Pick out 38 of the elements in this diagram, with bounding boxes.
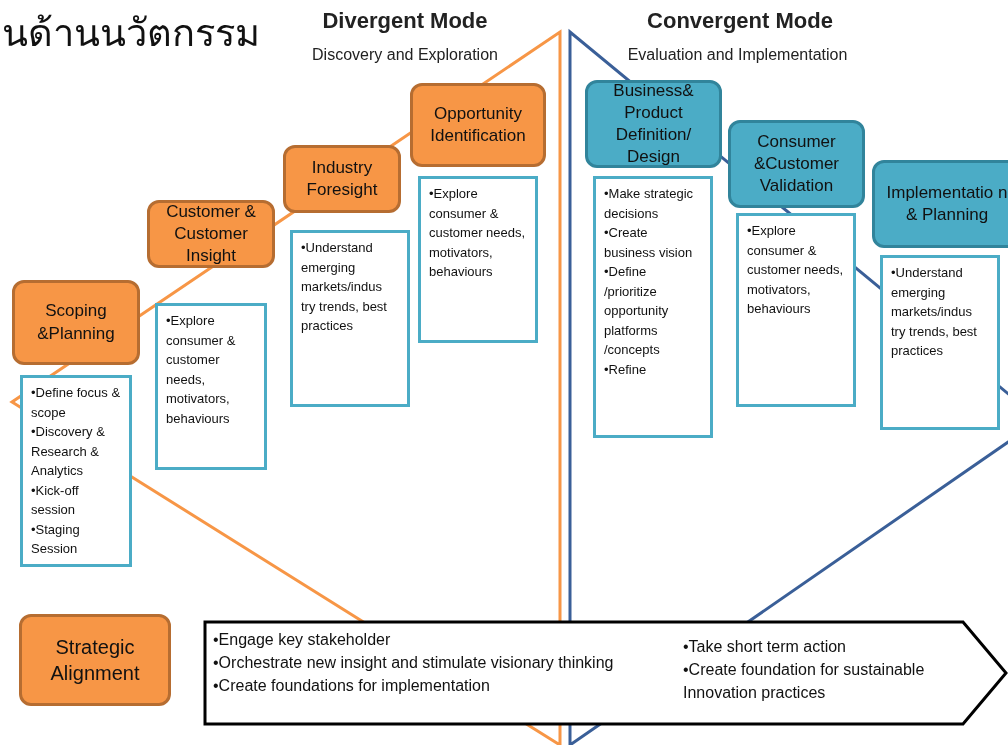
bullet-item: •Kick-off session	[31, 481, 80, 519]
bullet-item: •Refine	[604, 360, 648, 379]
stage-box: Business& Product Definition/ Design	[585, 80, 722, 168]
bullet-item: •Make strategic decisions	[604, 185, 695, 223]
mode-subheading: Evaluation and Implementation	[626, 46, 849, 64]
bullet-list-box	[593, 176, 713, 438]
bullet-item: •Define /prioritize opportunity platforms /concepts	[604, 263, 670, 359]
bullet-item: •Discovery & Research & Analytics	[31, 423, 106, 480]
bullet-item: •Create foundations for implementation	[213, 676, 491, 697]
bullet-item: •Explore consumer & customer needs, motivators, behaviours	[747, 222, 845, 318]
mode-subheading: Discovery and Exploration	[311, 46, 499, 64]
bullet-item: •Engage key stakeholder	[213, 630, 392, 650]
stage-box: Implementatio n & Planning	[872, 160, 1008, 248]
bullet-list-box	[155, 303, 267, 470]
bullet-item: •Explore consumer & customer needs, motivators, behaviours	[429, 185, 527, 281]
bullet-item: •Explore consumer & customer needs, motivators, behaviours	[166, 312, 237, 428]
stage-box: Customer & Customer Insight	[147, 200, 275, 268]
bullet-item: •Orchestrate new insight and stimulate visionary thinking	[213, 653, 614, 674]
stage-box: Scoping &Planning	[12, 280, 140, 365]
page-title: นด้านนวัตกรรม	[2, 10, 260, 57]
bullet-item: •Define focus & scope	[31, 384, 121, 422]
stage-box: Industry Foresight	[283, 145, 401, 213]
bullet-item: •Take short term action	[683, 637, 847, 657]
bullet-list-box	[20, 375, 132, 567]
bullet-item: •Create business vision	[604, 224, 694, 262]
bullet-list-box	[290, 230, 410, 407]
stage-box: Strategic Alignment	[19, 614, 171, 706]
mode-heading: Convergent Mode	[646, 8, 834, 34]
bullet-item: •Staging Session	[31, 520, 81, 558]
stage-box: Consumer &Customer Validation	[728, 120, 865, 208]
bullet-list-box	[736, 213, 856, 407]
mode-heading: Divergent Mode	[321, 8, 489, 34]
bullet-item: •Understand emerging markets/indus try trends, best practices	[891, 264, 978, 360]
bullet-item: •Create foundation for sustainable Innovation practices	[683, 660, 926, 704]
bullet-item: •Understand emerging markets/indus try trends, best practices	[301, 239, 388, 335]
stage-box: Opportunity Identification	[410, 83, 546, 167]
bullet-list-box	[880, 255, 1000, 430]
bullet-list-box	[418, 176, 538, 343]
